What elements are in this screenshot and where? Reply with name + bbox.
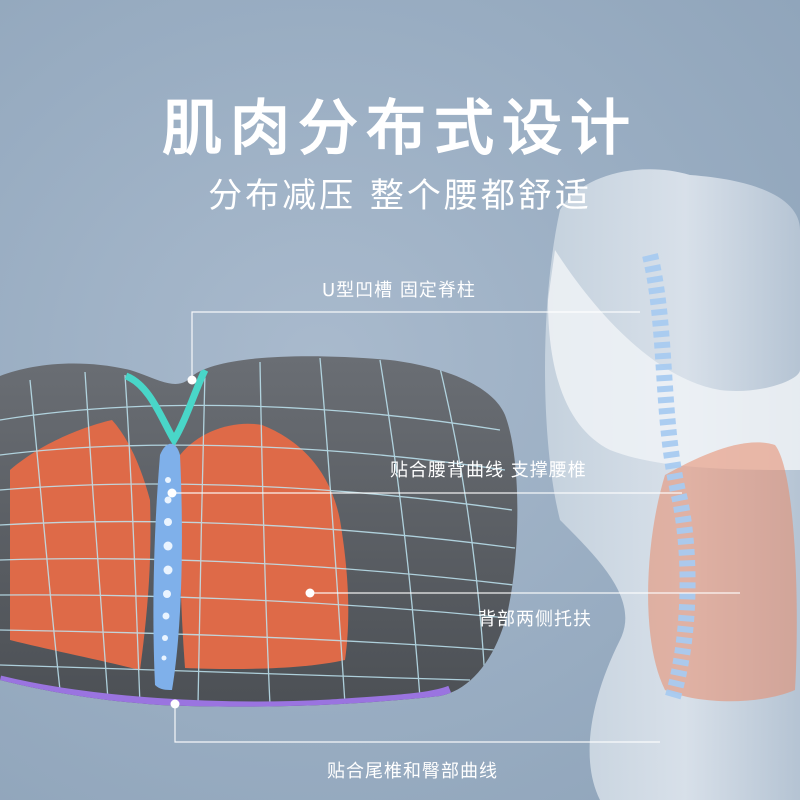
spine-overlay — [642, 253, 696, 703]
left-support-zone — [10, 420, 151, 670]
callout-tailbone-fit: 贴合尾椎和臀部曲线 — [327, 761, 498, 782]
base-edge — [0, 675, 452, 707]
u-groove — [124, 368, 209, 447]
main-title: 肌肉分布式设计 — [162, 94, 638, 164]
callout-u-groove: U型凹槽 固定脊柱 — [322, 280, 476, 301]
spine-dots — [161, 477, 173, 661]
torso-figure — [545, 169, 800, 800]
cushion-graphic — [0, 356, 518, 707]
callout-side-support: 背部两侧托扶 — [478, 609, 592, 630]
lumbar-support-overlay — [648, 442, 797, 702]
leader-lines — [172, 311, 740, 743]
leader-dots — [167, 375, 315, 709]
callout-lumbar-support: 贴合腰背曲线 支撑腰椎 — [390, 460, 587, 481]
subtitle: 分布减压 整个腰都舒适 — [208, 176, 592, 216]
